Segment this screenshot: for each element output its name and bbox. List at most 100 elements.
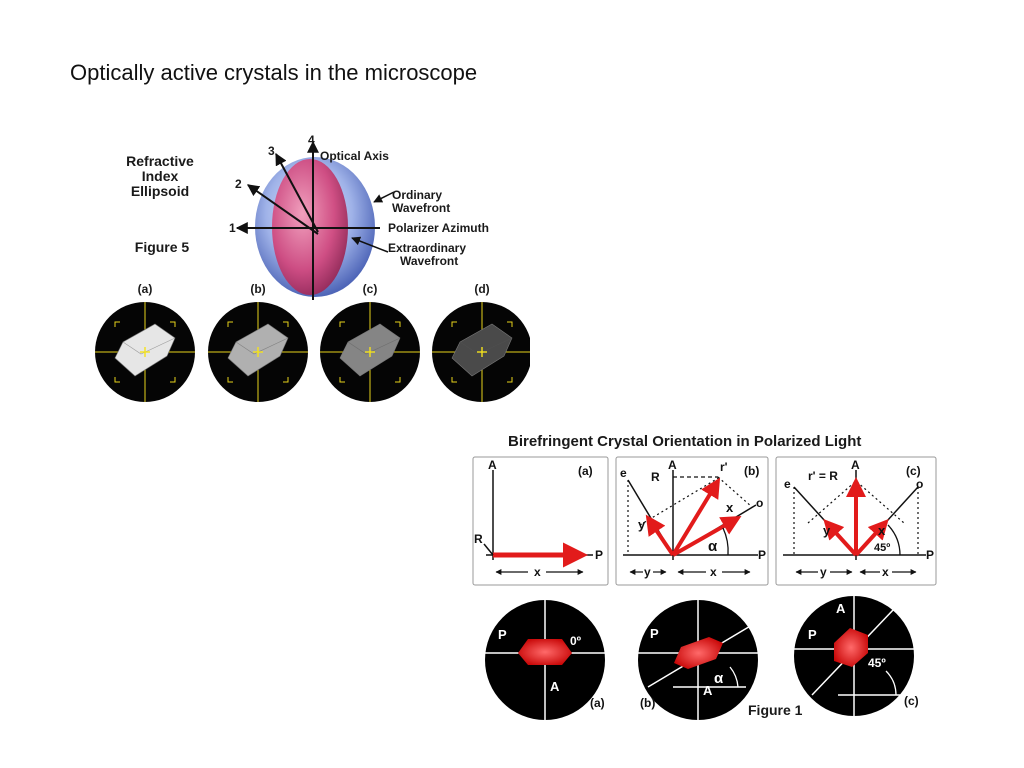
box-a-tag: (a) [578,464,593,478]
box-c-tag: (c) [906,464,921,478]
box-a-R: R [474,532,483,546]
box-b-x-vector [672,516,742,557]
crystal-edge [459,337,513,355]
box-c-angle-arc [887,524,901,556]
extraordinary-label-1: Extraordinary [388,241,466,255]
micrograph-4: (d) [432,282,530,402]
micrograph-label: (c) [363,282,378,296]
view-a-tag: (a) [590,696,605,710]
box-b-tag: (b) [744,464,759,478]
box-b-y-dim: y [644,565,651,579]
micrograph-1: (a) [95,282,195,402]
ordinary-label-2: Wavefront [392,201,450,215]
view-b-P: P [650,626,659,641]
corner-tick [395,321,401,327]
corner-tick [339,321,345,327]
corner-tick [114,377,120,383]
corner-tick [170,377,176,383]
optical-axis-label: Optical Axis [320,149,389,163]
box-c-y-dim: y [820,565,827,579]
orientation-box-a: A R P (a) x [472,456,609,586]
box-b-rprime-vector [671,477,721,557]
box-b-o: o [756,496,763,510]
box-c-o: o [916,477,923,491]
box-b-angle-arc [722,527,729,556]
axis-number-2: 2 [235,177,242,191]
view-a-A: A [550,679,560,694]
box-b-e: e [620,466,627,480]
view-c-angle: 45º [868,656,886,670]
figure5-heading-line-3: Ellipsoid [131,183,189,199]
box-c-e: e [784,477,791,491]
polarized-view-a: P A 0º (a) [485,600,605,720]
corner-tick [283,321,289,327]
extraordinary-label-2: Wavefront [400,254,458,268]
figure5-heading-line-2: Index [142,168,179,184]
micrograph-label: (b) [250,282,265,296]
box-a-P: P [595,548,603,562]
micrograph-3: (c) [320,282,420,402]
box-b-x: x [726,500,734,515]
micrograph-label: (a) [138,282,153,296]
box-a-x: x [534,565,541,579]
box-c-x-vector [854,519,889,557]
box-b-x-dim: x [710,565,717,579]
corner-tick [395,377,401,383]
crystal-edge [347,337,401,355]
figure5-caption: Figure 5 [135,239,190,255]
box-b-alpha: α [708,538,718,555]
axis-2 [247,184,319,235]
box-c-y: y [823,523,831,538]
box-a-A: A [488,458,497,472]
view-a-angle: 0º [570,634,582,648]
micrograph-row: (a) (b) (c) (d) [95,282,530,402]
corner-tick [451,321,457,327]
axis-3 [275,152,319,233]
micrograph-label: (d) [474,282,489,296]
polarizer-azimuth-label: Polarizer Azimuth [388,221,489,235]
box-a-r-ray [483,543,494,556]
figure1-caption: Figure 1 [748,702,803,718]
orientation-box-b: A R r' e o y x α P (b) y x [615,456,769,586]
figure-1: Birefringent Crystal Orientation in Pola… [472,433,937,720]
polarized-view-b: P A α (b) [638,600,758,720]
box-b-y-vector [645,514,675,557]
box-b-P: P [758,548,766,562]
box-b-R: R [651,470,660,484]
figure-5: Refractive Index Ellipsoid Figure 5 1 2 … [95,133,530,402]
corner-tick [283,377,289,383]
corner-tick [170,321,176,327]
view-b-tag: (b) [640,696,655,710]
box-c-x: x [878,523,886,538]
micrograph-2: (b) [208,282,308,402]
box-b-rprime: r' [720,460,728,474]
slide-title: Optically active crystals in the microsc… [70,60,478,85]
view-a-crystal [518,639,572,665]
box-b-y: y [638,517,646,532]
axis-number-1: 1 [229,221,236,235]
view-a-P: P [498,627,507,642]
view-b-angle-arc [729,666,739,688]
view-c-tag: (c) [904,694,919,708]
box-c-A: A [851,458,860,472]
figure5-heading-line-1: Refractive [126,153,194,169]
corner-tick [227,377,233,383]
box-c-dotted-diamond [807,480,905,524]
box-c-angle: 45º [874,542,890,554]
crystal-edge [235,337,289,355]
ordinary-pointer [373,191,395,203]
corner-tick [339,377,345,383]
figure1-title: Birefringent Crystal Orientation in Pola… [508,433,861,450]
corner-tick [227,321,233,327]
corner-tick [507,377,513,383]
polarized-view-c: P A 45º (c) [794,596,919,716]
extraordinary-pointer [351,236,389,253]
box-c-x-dim: x [882,565,889,579]
crystal-edge [122,337,176,355]
view-c-angle-arc [885,670,897,696]
box-c-P: P [926,548,934,562]
corner-tick [451,377,457,383]
view-c-A: A [836,601,846,616]
box-c-y-vector [823,519,858,557]
view-c-crystal [834,628,868,667]
